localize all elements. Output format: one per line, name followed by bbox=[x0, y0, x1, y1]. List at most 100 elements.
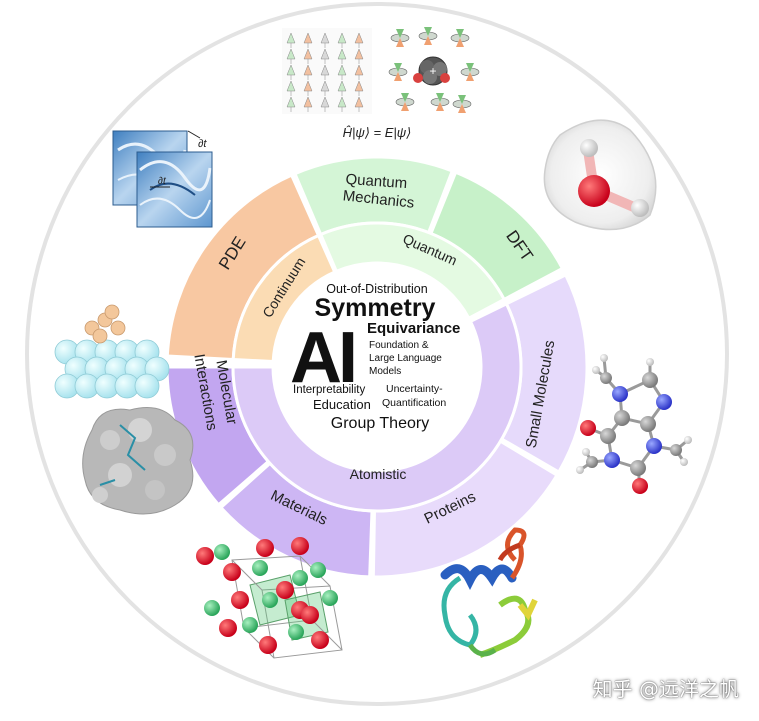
adsorbate-atom bbox=[110, 320, 126, 336]
lattice-spin-7 bbox=[320, 48, 330, 64]
orbital-7 bbox=[452, 95, 472, 113]
crystal-atom-red bbox=[301, 606, 319, 624]
lattice-spin-10 bbox=[286, 64, 296, 80]
caffeine-atom bbox=[604, 452, 620, 468]
lattice-spin-21 bbox=[303, 96, 313, 112]
caffeine-atom bbox=[642, 372, 658, 388]
lattice-spin-11 bbox=[303, 64, 313, 80]
caffeine-atom bbox=[640, 416, 656, 432]
center-foundation-3: Models bbox=[369, 366, 401, 377]
pde-fluid-image bbox=[112, 130, 213, 228]
crystal-atom-green bbox=[262, 592, 278, 608]
watermark: 知乎 @远洋之帆 bbox=[592, 677, 739, 701]
lattice-spin-8 bbox=[337, 48, 347, 64]
crystal-atom-red bbox=[291, 537, 309, 555]
lattice-spin-15 bbox=[286, 80, 296, 96]
crystal-atom-green bbox=[292, 570, 308, 586]
lattice-spin-4 bbox=[354, 32, 364, 48]
orbital-2 bbox=[450, 29, 470, 47]
crystal-atom-green bbox=[252, 560, 268, 576]
lattice-spin-9 bbox=[354, 48, 364, 64]
orbital-3 bbox=[388, 63, 408, 81]
lattice-spin-1 bbox=[303, 32, 313, 48]
sector-ring bbox=[165, 155, 589, 579]
center-equivariance: Equivariance bbox=[367, 320, 460, 337]
pde-partial-label-mid: ∂t bbox=[158, 176, 167, 187]
water-molecule-image bbox=[543, 119, 657, 231]
crystal-structure-image bbox=[196, 537, 343, 659]
protein-ribbon-image bbox=[440, 527, 538, 658]
lattice-spin-12 bbox=[320, 64, 330, 80]
caffeine-atom bbox=[614, 410, 630, 426]
center-group-theory: Group Theory bbox=[331, 415, 429, 432]
lattice-spin-17 bbox=[320, 80, 330, 96]
caffeine-atom bbox=[656, 394, 672, 410]
lattice-spin-18 bbox=[337, 80, 347, 96]
caffeine-atom bbox=[632, 478, 648, 494]
lattice-spin-22 bbox=[320, 96, 330, 112]
orbital-4 bbox=[395, 93, 415, 111]
lattice-spin-0 bbox=[286, 32, 296, 48]
crystal-atom-green bbox=[214, 544, 230, 560]
center-ai: AI bbox=[290, 318, 354, 398]
crystal-atom-green bbox=[310, 562, 326, 578]
label-quantum-mechanics-1: Quantum bbox=[345, 171, 408, 192]
orbital-0 bbox=[390, 29, 410, 47]
crystal-atom-red bbox=[311, 631, 329, 649]
lattice-spin-2 bbox=[320, 32, 330, 48]
crystal-atom-red bbox=[223, 563, 241, 581]
lattice-spin-14 bbox=[354, 64, 364, 80]
lattice-spin-24 bbox=[354, 96, 364, 112]
lattice-spin-6 bbox=[303, 48, 313, 64]
center-foundation-2: Large Language bbox=[369, 353, 442, 364]
lattice-spin-20 bbox=[286, 96, 296, 112]
center-symmetry: Symmetry bbox=[315, 294, 436, 322]
center-interpretability: Interpretability bbox=[293, 384, 365, 396]
caffeine-atom bbox=[576, 466, 584, 474]
crystal-atom-red bbox=[231, 591, 249, 609]
center-education: Education bbox=[313, 397, 371, 412]
crystal-atom-red bbox=[259, 636, 277, 654]
caffeine-atom bbox=[684, 436, 692, 444]
crystal-atom-green bbox=[204, 600, 220, 616]
svg-text:+: + bbox=[429, 64, 436, 78]
protein-surface-image bbox=[82, 407, 194, 515]
adsorbate-atom bbox=[92, 328, 108, 344]
caffeine-atom bbox=[612, 386, 628, 402]
lattice-spin-3 bbox=[337, 32, 347, 48]
crystal-atom-green bbox=[288, 624, 304, 640]
slab-atom bbox=[134, 373, 160, 399]
caffeine-atom bbox=[600, 372, 612, 384]
lattice-spin-16 bbox=[303, 80, 313, 96]
center-uncertainty-1: Uncertainty- bbox=[386, 383, 443, 395]
label-atomistic: Atomistic bbox=[350, 466, 407, 482]
crystal-atom-green bbox=[322, 590, 338, 606]
lattice-spin-5 bbox=[286, 48, 296, 64]
caffeine-atom bbox=[630, 460, 646, 476]
schrodinger-equation: Ĥ|ψ⟩ = E|ψ⟩ bbox=[343, 125, 412, 140]
caffeine-atom bbox=[586, 456, 598, 468]
crystal-atom-red bbox=[196, 547, 214, 565]
lattice-spin-19 bbox=[354, 80, 364, 96]
caffeine-atom bbox=[592, 366, 600, 374]
caffeine-molecule-image bbox=[576, 354, 692, 494]
caffeine-atom bbox=[670, 444, 682, 456]
crystal-atom-red bbox=[276, 581, 294, 599]
lattice-spin-13 bbox=[337, 64, 347, 80]
orbital-1 bbox=[418, 27, 438, 45]
outer-boundary-circle bbox=[25, 2, 729, 706]
caffeine-atom bbox=[582, 448, 590, 456]
crystal-atom-green bbox=[242, 617, 258, 633]
center-disc bbox=[273, 263, 481, 471]
lattice-spin-23 bbox=[337, 96, 347, 112]
center-out-of-distribution: Out-of-Distribution bbox=[326, 282, 427, 296]
orbital-5 bbox=[430, 93, 450, 111]
adsorbate-atom bbox=[104, 304, 120, 320]
caffeine-atom bbox=[600, 354, 608, 362]
caffeine-atom bbox=[646, 358, 654, 366]
crystal-atom-red bbox=[219, 619, 237, 637]
caffeine-atom bbox=[580, 420, 596, 436]
orbital-6 bbox=[460, 63, 480, 81]
caffeine-atom bbox=[680, 458, 688, 466]
